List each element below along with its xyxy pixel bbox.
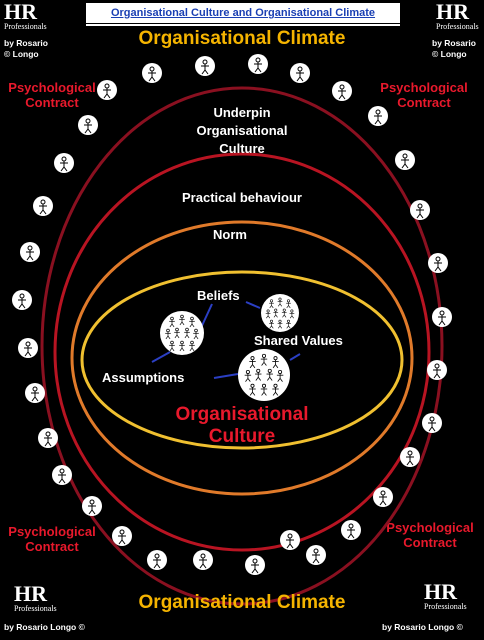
norm-label: Norm — [213, 227, 247, 242]
person-circle — [25, 383, 45, 403]
credit-line: by Rosario — [432, 38, 476, 48]
psychological-contract-bottom-left: Psychological Contract — [0, 524, 104, 554]
person-circle — [373, 487, 393, 507]
person-circle — [147, 550, 167, 570]
logo-top-right: HR Professionals — [436, 0, 479, 32]
outer-ring — [40, 86, 444, 606]
shared-values-label: Shared Values — [254, 333, 343, 348]
person-circle — [410, 200, 430, 220]
climate-title-top: Organisational Climate — [138, 28, 346, 49]
underpin-line: Organisational — [196, 123, 288, 138]
climate-title-bottom: Organisational Climate — [138, 592, 346, 613]
hr-logo-mark: HR — [14, 581, 47, 606]
person-circle — [52, 465, 72, 485]
person-circle — [427, 360, 447, 380]
person-circle — [20, 242, 40, 262]
norm-ring — [70, 220, 414, 496]
person-circle — [280, 530, 300, 550]
logo-bottom-left: HR Professionals — [14, 581, 57, 614]
person-circle — [78, 115, 98, 135]
psychological-contract-top-left: Psychological Contract — [0, 80, 104, 110]
person-circle — [18, 338, 38, 358]
connector-crowd — [213, 373, 239, 379]
organisational-culture-label: Organisational Culture — [122, 404, 362, 448]
person-circle — [341, 520, 361, 540]
practical-behaviour-ring — [53, 152, 431, 552]
person-circle — [245, 555, 265, 575]
person-circle — [54, 153, 74, 173]
underpin-line: Culture — [219, 141, 265, 156]
beliefs-label: Beliefs — [197, 288, 240, 303]
logo-bottom-right: HR Professionals — [424, 579, 467, 612]
connector-shared-values — [289, 353, 301, 361]
person-circle — [193, 550, 213, 570]
culture-inner-ring — [80, 270, 404, 450]
author-credit-left: by Rosario © Longo — [4, 38, 48, 60]
psychological-contract-bottom-right: Psychological Contract — [378, 520, 482, 550]
credit-line: by Rosario — [4, 38, 48, 48]
person-circle — [400, 447, 420, 467]
hr-logo-mark: HR — [436, 0, 469, 24]
practical-behaviour-label: Practical behaviour — [182, 190, 302, 205]
hr-logo-sub: Professionals — [424, 602, 467, 611]
underpin-label: Underpin Organisational Culture — [142, 104, 342, 158]
author-credit-right: by Rosario © Longo — [432, 38, 476, 60]
credit-bottom-right: by Rosario Longo © — [382, 622, 463, 632]
crowd-circle-assumptions — [160, 311, 204, 355]
person-circle — [12, 290, 32, 310]
person-circle — [97, 80, 117, 100]
credit-line: © Longo — [432, 49, 467, 59]
divider — [86, 24, 400, 26]
person-circle — [395, 150, 415, 170]
assumptions-label: Assumptions — [102, 370, 185, 385]
hr-logo-sub: Professionals — [436, 22, 479, 31]
person-circle — [112, 526, 132, 546]
person-circle — [306, 545, 326, 565]
psych-line: Psychological — [386, 520, 474, 535]
psych-line: Psychological — [8, 524, 96, 539]
person-circle — [33, 196, 53, 216]
person-circle — [432, 307, 452, 327]
connector-assumptions — [151, 351, 171, 363]
psych-line: Contract — [25, 95, 79, 110]
person-circle — [290, 63, 310, 83]
connector-shared-values-top — [245, 301, 261, 309]
culture-line: Organisational — [175, 404, 309, 425]
logo-top-left: HR Professionals — [4, 0, 47, 32]
culture-line: Culture — [208, 426, 276, 447]
person-circle — [422, 413, 442, 433]
hr-logo-sub: Professionals — [4, 22, 47, 31]
person-circle — [428, 253, 448, 273]
crowd-circle-beliefs — [261, 294, 299, 332]
top-title: Organisational Culture and Organisationa… — [86, 3, 400, 23]
person-circle — [82, 496, 102, 516]
psych-line: Contract — [397, 95, 451, 110]
hr-logo-mark: HR — [4, 0, 37, 24]
credit-line: © Longo — [4, 49, 39, 59]
hr-logo-mark: HR — [424, 579, 457, 604]
crowd-circle-values — [238, 349, 290, 401]
psychological-contract-top-right: Psychological Contract — [372, 80, 476, 110]
person-circle — [195, 56, 215, 76]
person-circle — [142, 63, 162, 83]
person-circle — [332, 81, 352, 101]
person-circle — [248, 54, 268, 74]
person-circle — [38, 428, 58, 448]
psych-line: Psychological — [8, 80, 96, 95]
psych-line: Contract — [25, 539, 79, 554]
credit-bottom-left: by Rosario Longo © — [4, 622, 85, 632]
psych-line: Contract — [403, 535, 457, 550]
hr-logo-sub: Professionals — [14, 604, 57, 613]
person-circle — [368, 106, 388, 126]
psych-line: Psychological — [380, 80, 468, 95]
underpin-line: Underpin — [213, 105, 271, 120]
